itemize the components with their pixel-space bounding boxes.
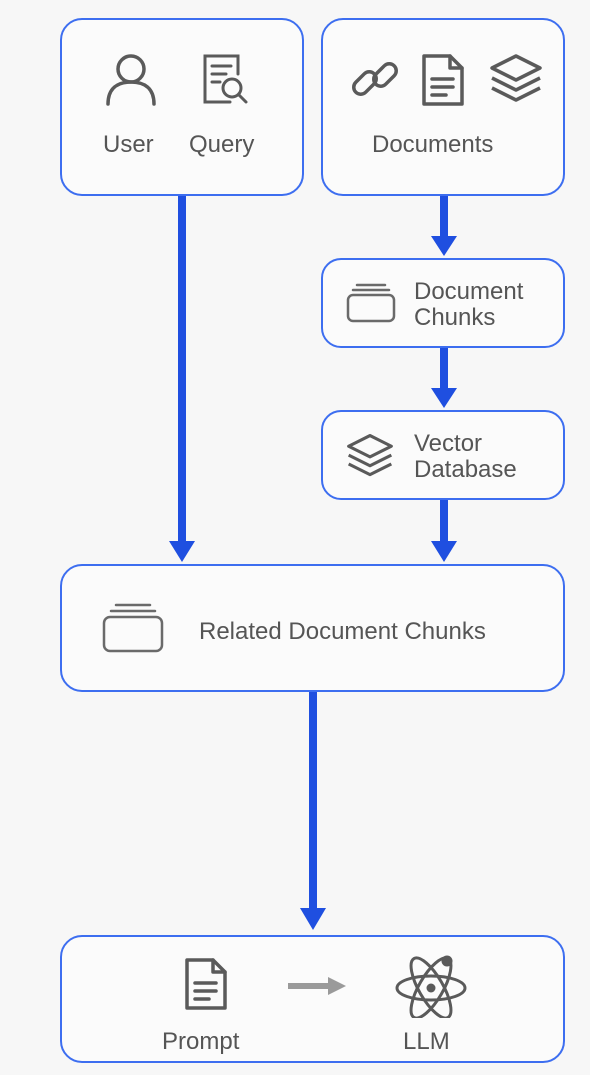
document-chunks-line1: Document bbox=[414, 278, 524, 305]
arrow-related-to-prompt-llm bbox=[300, 692, 326, 930]
documents-label: Documents bbox=[372, 131, 494, 158]
document-icon bbox=[183, 955, 229, 1013]
arrow-chunks-to-vector bbox=[431, 348, 457, 408]
link-icon bbox=[348, 52, 402, 106]
user-query-box bbox=[60, 18, 304, 196]
llm-label: LLM bbox=[403, 1028, 450, 1055]
document-chunks-box bbox=[321, 258, 565, 348]
query-label: Query bbox=[189, 131, 255, 158]
arrow-right-icon bbox=[286, 975, 348, 997]
vector-database-line1: Vector bbox=[414, 430, 483, 457]
vector-database-box bbox=[321, 410, 565, 500]
related-chunks-label: Related Document Chunks bbox=[199, 618, 486, 645]
vector-database-line2: Database bbox=[414, 456, 517, 483]
arrow-user-query-to-related bbox=[169, 195, 195, 562]
related-chunks-box bbox=[60, 564, 565, 692]
folder-stack-icon bbox=[100, 601, 166, 655]
user-icon bbox=[104, 52, 158, 108]
user-label: User bbox=[103, 131, 154, 158]
folder-stack-icon bbox=[344, 281, 398, 325]
query-search-icon bbox=[200, 52, 252, 108]
layers-icon bbox=[488, 52, 544, 106]
arrow-vector-to-related bbox=[431, 500, 457, 562]
document-chunks-line2: Chunks bbox=[414, 304, 496, 331]
document-icon bbox=[420, 52, 466, 108]
prompt-llm-box bbox=[60, 935, 565, 1063]
arrow-documents-to-chunks bbox=[431, 195, 457, 256]
documents-box bbox=[321, 18, 565, 196]
atom-icon bbox=[393, 952, 469, 1018]
layers-icon bbox=[344, 432, 396, 480]
prompt-label: Prompt bbox=[162, 1028, 240, 1055]
